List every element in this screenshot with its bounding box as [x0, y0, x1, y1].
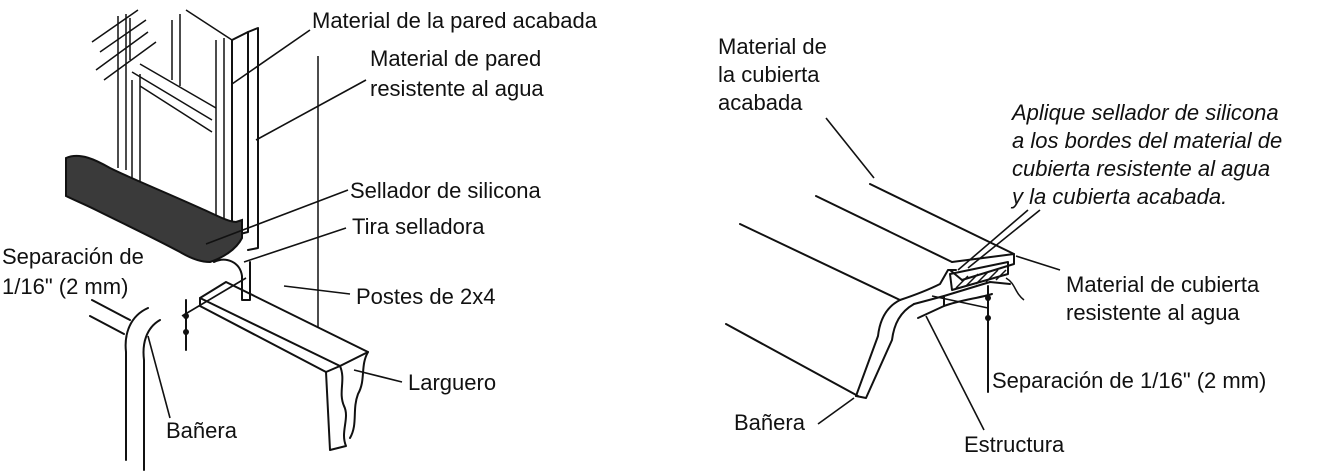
label-silicone-sealant: Sellador de silicona [350, 178, 541, 203]
label-sealing-strip: Tira selladora [352, 214, 485, 239]
label-finished-deck-2: la cubierta [718, 62, 820, 87]
label-finished-deck-3: acabada [718, 90, 803, 115]
label-structure: Estructura [964, 432, 1065, 457]
label-bathtub-right: Bañera [734, 410, 805, 435]
label-gap-1: Separación de [2, 244, 144, 269]
label-water-resistant-wall-1: Material de pared [370, 46, 542, 71]
label-studs: Postes de 2x4 [356, 284, 496, 309]
finished-wall-board [231, 31, 249, 237]
label-water-resistant-deck-2: resistente al agua [1066, 300, 1240, 325]
note-line-4: y la cubierta acabada. [1012, 184, 1228, 209]
note-line-2: a los bordes del material de [1012, 128, 1283, 153]
right-deck-section [725, 183, 1025, 399]
label-finished-deck-1: Material de [718, 34, 827, 59]
label-finished-wall: Material de la pared acabada [312, 8, 597, 33]
label-gap-right: Separación de 1/16" (2 mm) [992, 368, 1267, 393]
silicone-sealant-bead [65, 154, 243, 264]
bathtub-right [855, 299, 901, 397]
label-water-resistant-wall-2: resistente al agua [370, 76, 544, 101]
note-line-3: cubierta resistente al agua [1012, 156, 1271, 181]
bathtub-left [89, 299, 131, 335]
structure [913, 295, 945, 319]
note-line-1: Aplique sellador de silicona [1012, 100, 1279, 125]
ledger-board [199, 281, 369, 367]
left-wall-section [65, 9, 369, 471]
finished-deck [725, 183, 1015, 397]
sealing-strip [213, 258, 251, 301]
label-bathtub-left: Bañera [166, 418, 237, 443]
label-water-resistant-deck-1: Material de cubierta [1066, 272, 1260, 297]
label-gap-2: 1/16" (2 mm) [2, 274, 129, 299]
label-ledger: Larguero [408, 370, 497, 395]
